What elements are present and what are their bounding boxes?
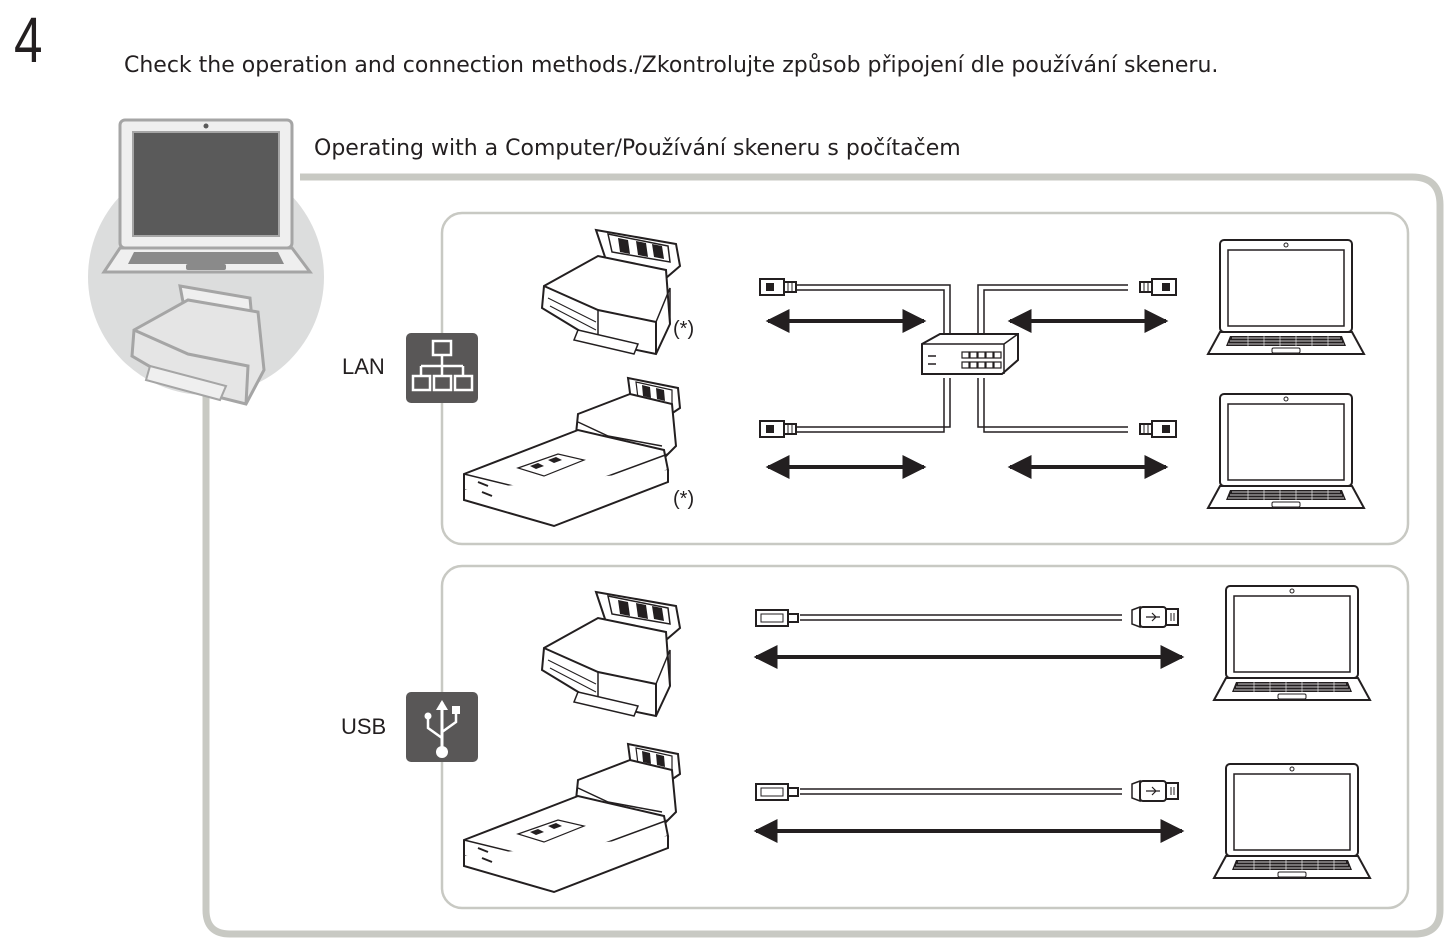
usb-arrows xyxy=(753,645,1185,843)
section-frame xyxy=(202,173,1444,938)
lan-note-flatbed-scanner: (*) xyxy=(673,488,695,510)
network-hub-icon xyxy=(921,333,1019,375)
usb-icon xyxy=(406,692,478,762)
laptop-lan-1 xyxy=(1207,239,1365,355)
network-icon xyxy=(406,333,478,403)
lan-note-feed-scanner: (*) xyxy=(673,318,695,340)
usb-label: USB xyxy=(341,714,387,739)
laptop-usb-2 xyxy=(1213,763,1371,879)
lan-plug-2 xyxy=(759,420,797,438)
lan-label: LAN xyxy=(342,354,385,379)
lan-plug-1 xyxy=(759,278,797,296)
laptop-lan-2 xyxy=(1207,393,1365,509)
usb-a-plug-2 xyxy=(1131,780,1179,802)
instruction-text: Check the operation and connection metho… xyxy=(124,53,1219,78)
section-title: Operating with a Computer/Používání sken… xyxy=(314,136,961,161)
computer-scanner-emblem xyxy=(88,118,324,406)
step-number: 4 xyxy=(14,4,43,76)
lan-plug-4 xyxy=(1139,420,1177,438)
lan-arrows xyxy=(765,309,1169,479)
laptop-usb-1 xyxy=(1213,585,1371,701)
usb-cables xyxy=(800,614,1122,795)
usb-a-plug-1 xyxy=(1131,606,1179,628)
lan-plug-3 xyxy=(1139,278,1177,296)
lan-cables xyxy=(796,284,1128,433)
